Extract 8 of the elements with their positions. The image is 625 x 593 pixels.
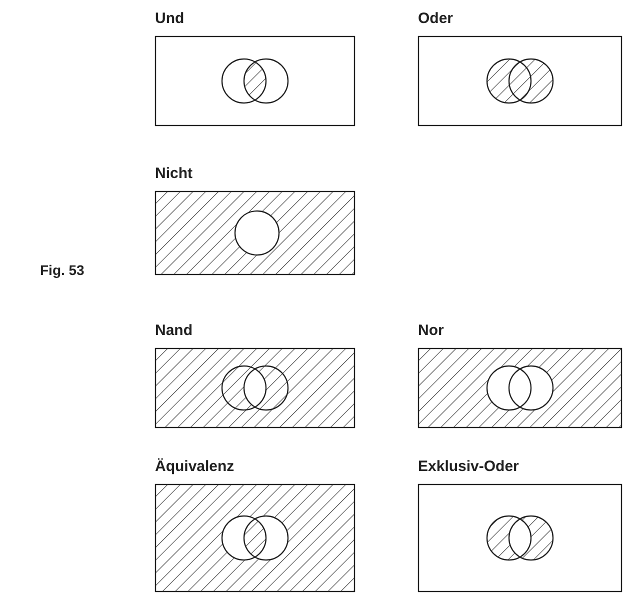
panel-heading: Äquivalenz xyxy=(155,458,234,475)
panel-heading: Nicht xyxy=(155,165,192,182)
panel-heading: Oder xyxy=(418,10,454,27)
panel-heading: Nor xyxy=(418,322,444,339)
panel-heading: Exklusiv-Oder xyxy=(418,458,519,475)
figure-number: Fig. 53 xyxy=(40,262,84,278)
panel-heading: Und xyxy=(155,10,184,27)
panel-heading: Nand xyxy=(155,322,192,339)
